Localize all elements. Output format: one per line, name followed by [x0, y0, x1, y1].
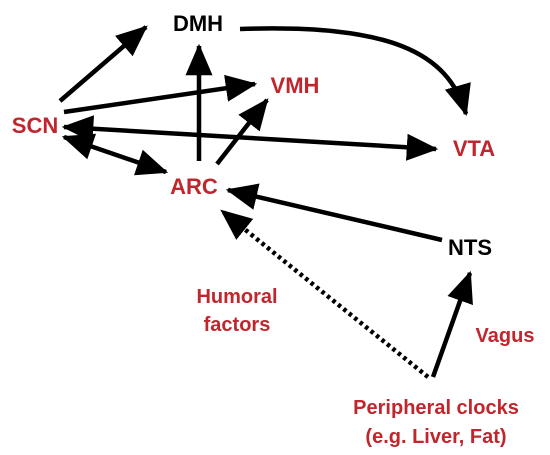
label-humoral-line2: factors: [204, 314, 271, 336]
arrow-dmh-to-vta: [239, 26, 471, 117]
node-vta: VTA: [453, 136, 495, 161]
arrow-scn-to-dmh: [58, 25, 148, 103]
arrow-peripheral-to-nts: [430, 270, 473, 378]
label-humoral-line1: Humoral: [196, 286, 277, 308]
label-peripheral-line2: (e.g. Liver, Fat): [365, 426, 506, 448]
node-vmh: VMH: [271, 73, 320, 98]
arrow-nts-to-arc: [225, 183, 443, 243]
arrow-peripheral-to-arc-humoral: [220, 209, 430, 379]
arrow-scn-to-vmh: [63, 74, 258, 115]
node-dmh: DMH: [173, 11, 223, 36]
arrow-scn-vta-bidirectional: [61, 115, 439, 161]
label-vagus: Vagus: [476, 325, 535, 347]
arrow-scn-arc-bidirectional: [61, 133, 169, 176]
node-scn: SCN: [12, 113, 58, 138]
arrow-arc-to-vmh: [215, 98, 269, 166]
node-arc: ARC: [170, 174, 218, 199]
label-peripheral-line1: Peripheral clocks: [353, 397, 519, 419]
node-nts: NTS: [448, 235, 492, 260]
